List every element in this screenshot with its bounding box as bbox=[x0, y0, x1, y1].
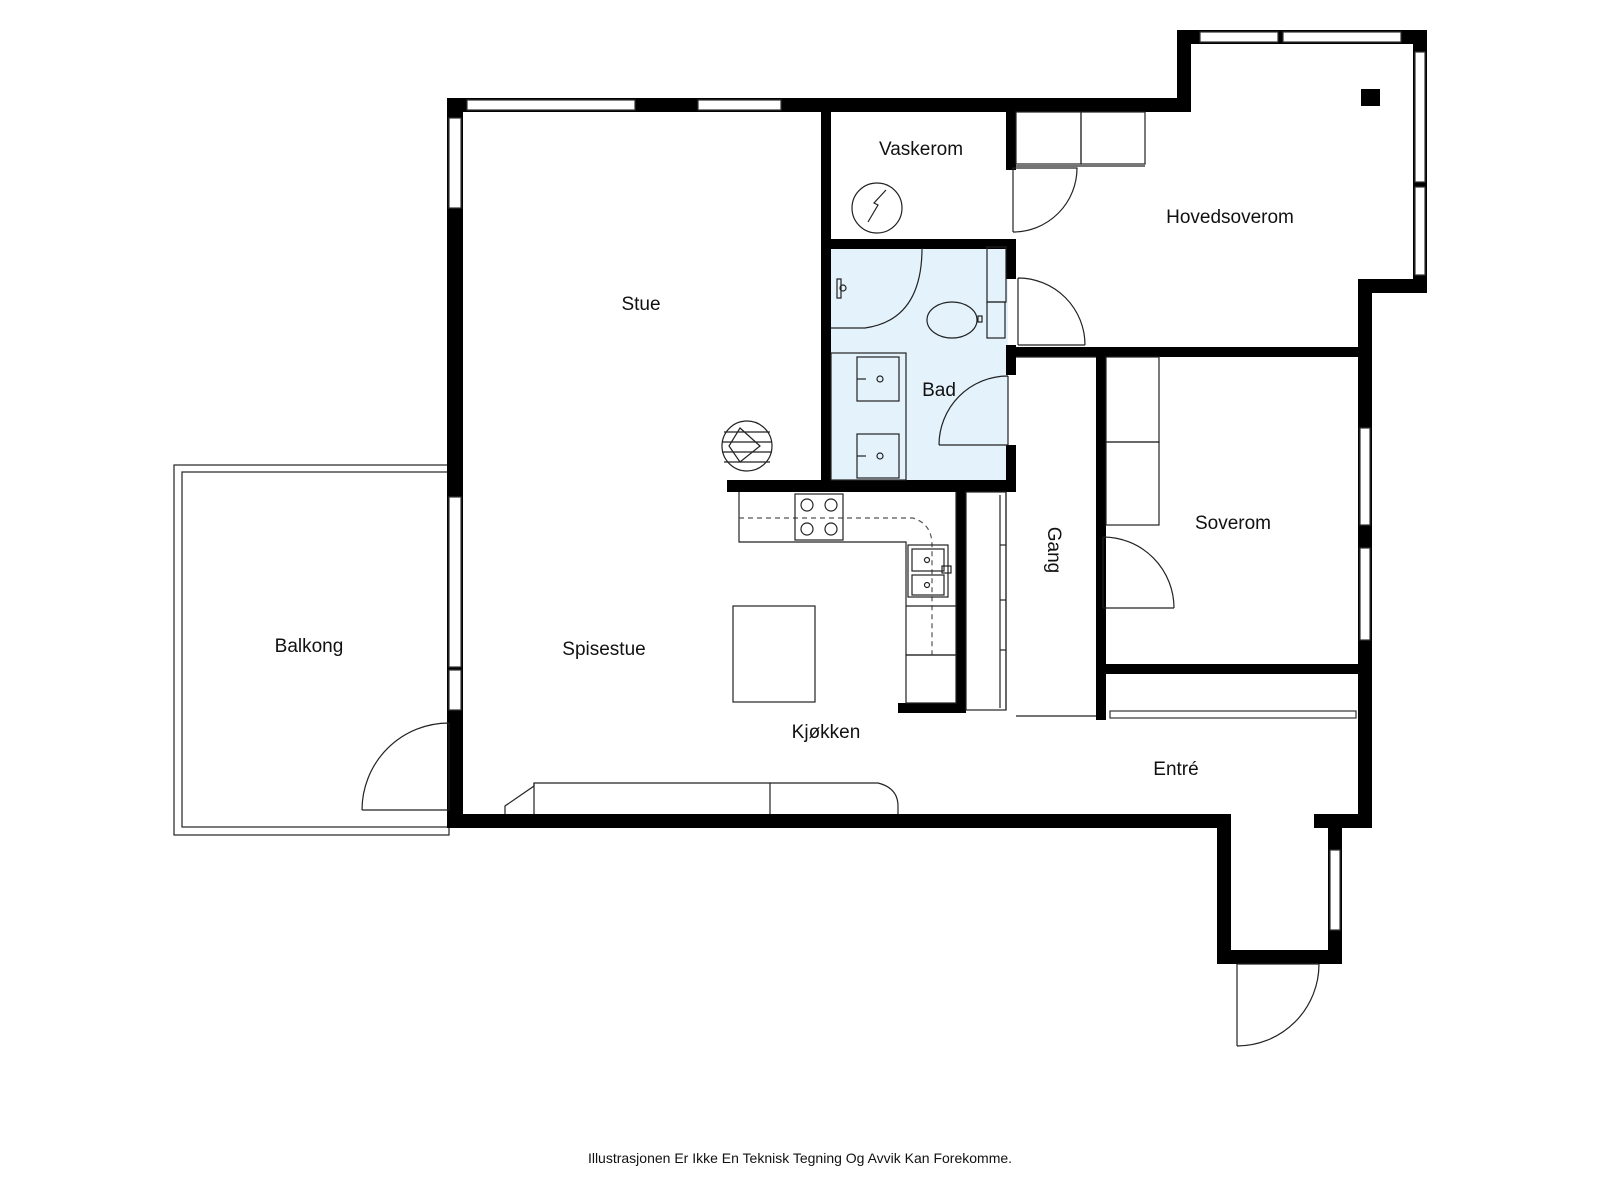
room-label-soverom: Soverom bbox=[1195, 513, 1271, 534]
room-label-gang: Gang bbox=[1043, 527, 1064, 573]
washer-icon bbox=[851, 182, 903, 234]
doors bbox=[361, 167, 1320, 1047]
room-label-kjokken: Kjøkken bbox=[792, 722, 861, 743]
room-label-vaskerom: Vaskerom bbox=[879, 139, 963, 160]
bathroom-floor bbox=[828, 247, 1008, 481]
fireplace-icon bbox=[721, 420, 773, 472]
room-label-entre: Entré bbox=[1153, 759, 1198, 780]
fixtures bbox=[504, 89, 1380, 814]
room-label-spisestue: Spisestue bbox=[562, 639, 645, 660]
room-label-stue: Stue bbox=[621, 294, 660, 315]
disclaimer-text: Illustrasjonen Er Ikke En Teknisk Tegnin… bbox=[588, 1150, 1012, 1166]
walls bbox=[447, 30, 1427, 964]
room-label-bad: Bad bbox=[922, 380, 956, 401]
room-label-hovedsoverom: Hovedsoverom bbox=[1166, 207, 1294, 228]
room-label-balkong: Balkong bbox=[275, 636, 344, 657]
windows bbox=[448, 31, 1426, 931]
